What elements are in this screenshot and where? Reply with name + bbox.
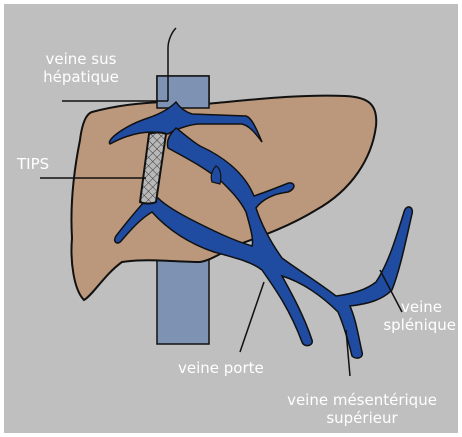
label-tips: TIPS: [17, 155, 49, 173]
label-splenic-vein-line1: veine: [360, 298, 456, 316]
label-hepatic-vein-line2: hépatique: [26, 68, 136, 86]
label-splenic-vein: veine splénique: [360, 298, 456, 334]
label-portal-vein: veine porte: [178, 359, 264, 377]
label-splenic-vein-line2: splénique: [360, 316, 456, 334]
label-hepatic-vein-line1: veine sus: [26, 50, 136, 68]
label-mesenteric-vein: veine mésentérique supérieur: [270, 391, 454, 427]
label-mesenteric-vein-line2: supérieur: [270, 409, 454, 427]
vena-cava-upper: [157, 76, 209, 108]
label-mesenteric-vein-line1: veine mésentérique: [270, 391, 454, 409]
label-hepatic-vein: veine sus hépatique: [26, 50, 136, 86]
